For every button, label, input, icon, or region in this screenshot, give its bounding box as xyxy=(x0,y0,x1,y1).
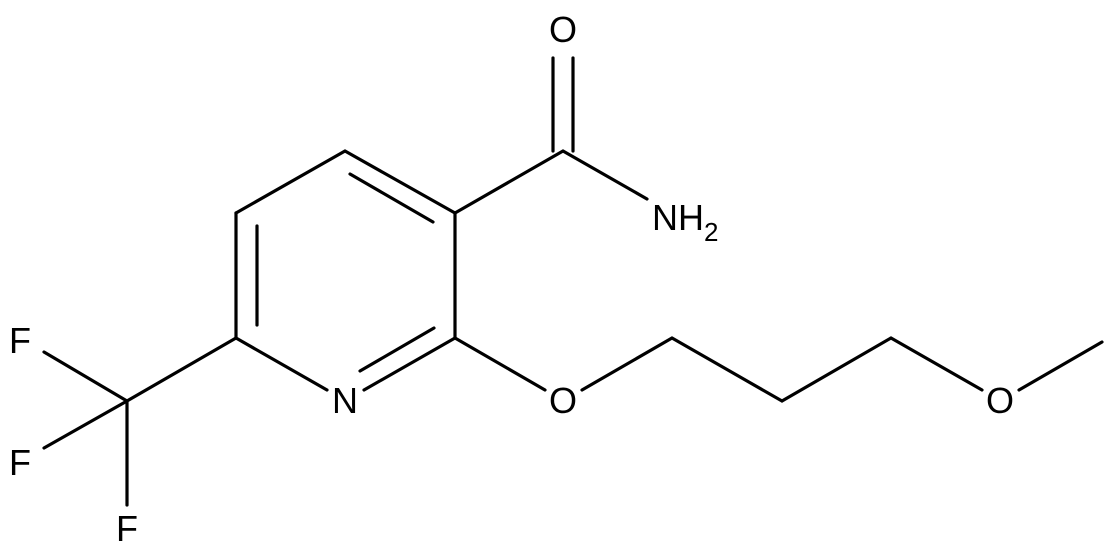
atom-labels: O NH2 N O O F F F xyxy=(9,9,1014,549)
atom-fluorine-2: F xyxy=(9,442,31,483)
bond-c3-carbonyl xyxy=(453,149,565,215)
atom-fluorine-1: F xyxy=(9,320,31,361)
atom-ether-oxygen-2: O xyxy=(986,380,1014,421)
bond-ch2a-ch2b xyxy=(670,336,784,403)
bond-ch2b-ch2c xyxy=(780,336,893,403)
bond-ring-c4-c5 xyxy=(234,149,347,215)
bond-o-ch3 xyxy=(1017,340,1104,392)
atom-ether-oxygen-1: O xyxy=(549,380,577,421)
bond-carbonyl-n xyxy=(561,149,649,201)
bond-cf3-f1 xyxy=(42,350,129,403)
atom-carbonyl-oxygen: O xyxy=(549,9,577,50)
atom-amide-subscript: 2 xyxy=(704,217,718,247)
bond-ring-c2-n1-inner xyxy=(358,326,436,373)
bond-ring-c6-n1 xyxy=(234,336,329,392)
bonds xyxy=(42,56,1104,507)
atom-amide-nitrogen: NH xyxy=(652,197,704,238)
atom-ring-nitrogen: N xyxy=(332,380,358,421)
bond-c6-cf3 xyxy=(125,336,238,403)
bond-c2-o xyxy=(453,336,547,392)
bond-ring-c4-c3 xyxy=(343,149,457,215)
bond-ch2c-o xyxy=(889,336,984,392)
bond-o-ch2a xyxy=(580,336,674,392)
atom-amide-nh2: NH2 xyxy=(652,197,718,247)
bond-cf3-f2 xyxy=(42,399,129,450)
atom-fluorine-3: F xyxy=(116,508,138,549)
bond-ring-c2-n1 xyxy=(362,336,457,392)
bond-ring-c4-c3-inner xyxy=(348,172,435,224)
